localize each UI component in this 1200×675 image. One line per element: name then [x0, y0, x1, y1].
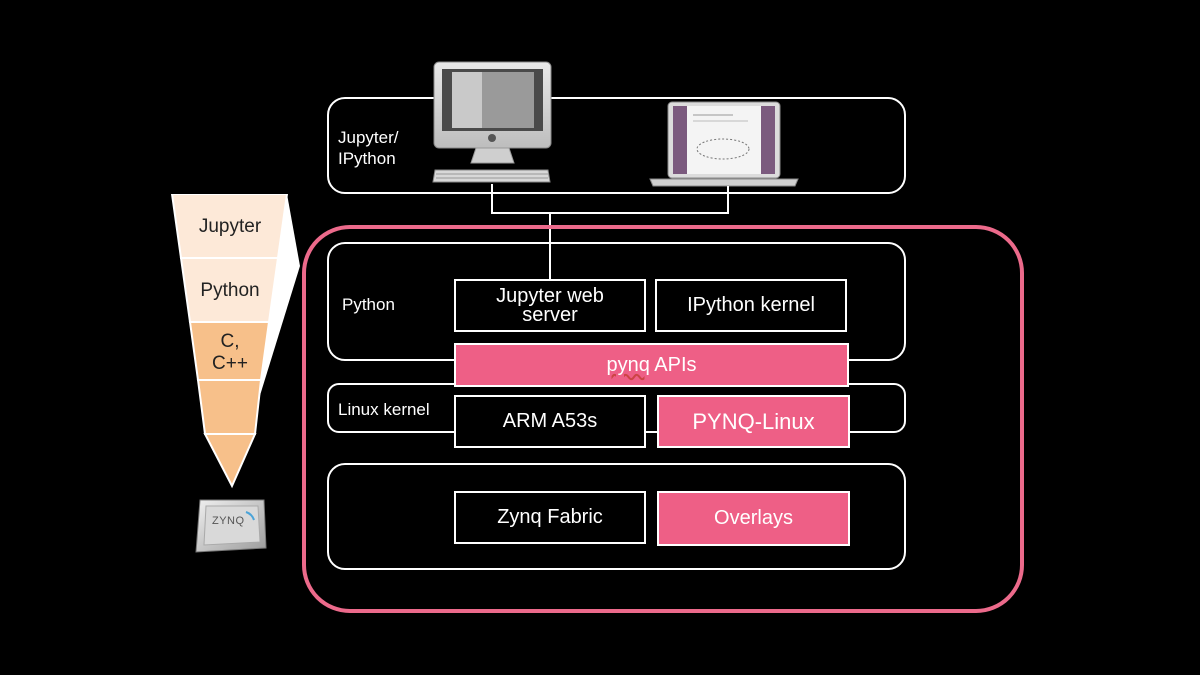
pynq-linux-box: PYNQ-Linux — [657, 395, 850, 448]
client-connector-bar — [491, 212, 729, 214]
desktop-connector — [491, 184, 493, 214]
jupyter-layer-label: Jupyter/ IPython — [338, 128, 399, 168]
laptop-connector — [727, 186, 729, 214]
arm-a53s-box: ARM A53s — [454, 395, 646, 448]
jupyter-web-server-box: Jupyter web server — [454, 279, 646, 332]
pynq-apis-rest: APIs — [649, 353, 697, 376]
jupyter-layer-frame — [327, 97, 906, 194]
pyramid-level-jupyter: Jupyter — [198, 216, 262, 237]
desktop-computer-icon — [430, 60, 555, 188]
hardware-layer-frame — [327, 463, 906, 570]
laptop-icon — [648, 101, 800, 187]
python-layer-label: Python — [342, 295, 395, 314]
web-server-connector — [549, 212, 551, 280]
pynq-board-outline — [302, 225, 1024, 613]
overlays-box: Overlays — [657, 491, 850, 546]
pyramid-level-c-cpp: C, C++ — [212, 331, 248, 374]
pynq-apis-bar: pynq APIs — [454, 343, 849, 387]
zynq-chip-label: ZYNQ — [212, 515, 245, 527]
zynq-chip-icon — [194, 498, 268, 554]
zynq-fabric-box: Zynq Fabric — [454, 491, 646, 544]
pyramid-level-python: Python — [200, 280, 260, 301]
ipython-kernel-box: IPython kernel — [655, 279, 847, 332]
pynq-apis-word: pynq — [606, 353, 650, 376]
linux-layer-label: Linux kernel — [338, 400, 430, 419]
abstraction-pyramid — [170, 193, 300, 494]
